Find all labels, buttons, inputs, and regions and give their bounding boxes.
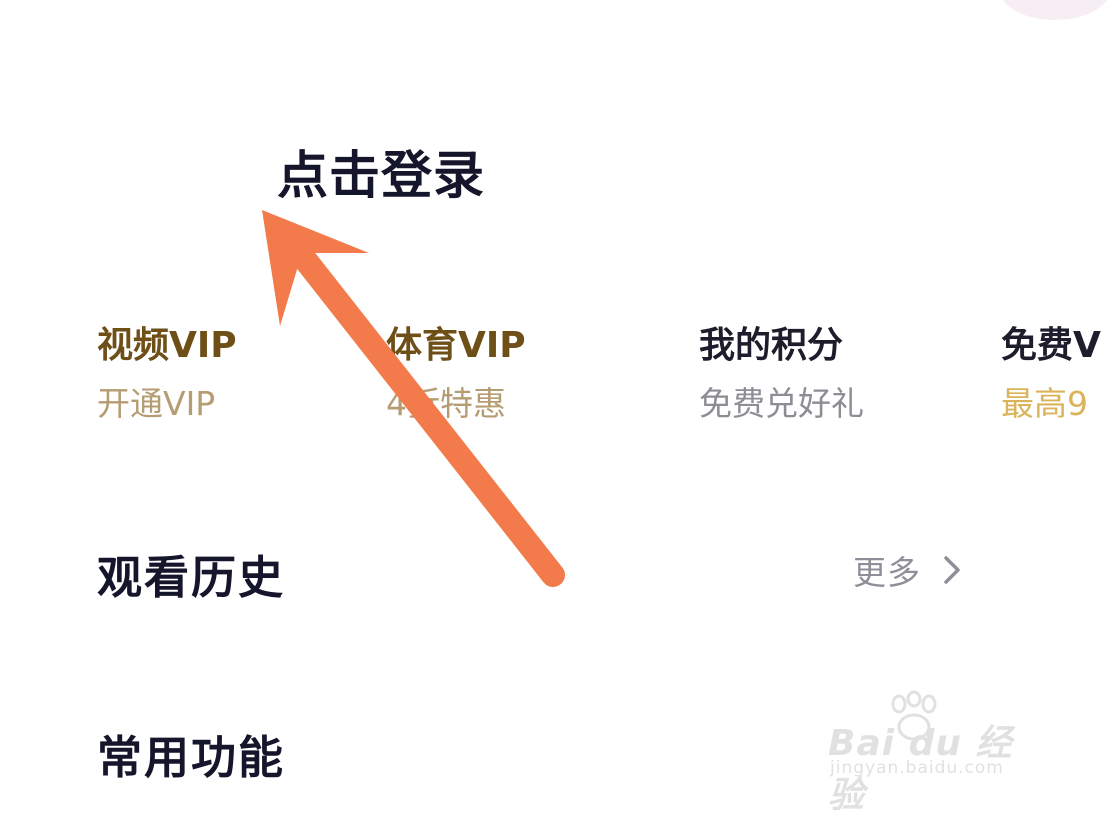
profile-page: 点击登录 视频VIP 开通VIP 体育VIP 4折特惠 我的积分 免费兑好礼 免… bbox=[97, 0, 1110, 816]
arrow-head bbox=[262, 210, 369, 326]
feature-title: 体育VIP bbox=[386, 325, 526, 366]
baidu-jingyan-watermark: Bai du 经验 jingyan.baidu.com bbox=[828, 690, 1028, 816]
more-label: 更多 bbox=[853, 553, 921, 592]
feature-title: 视频VIP bbox=[97, 325, 237, 366]
corner-decoration bbox=[1000, 0, 1110, 20]
feature-subtitle: 最高9 bbox=[1001, 384, 1088, 423]
feature-subtitle: 免费兑好礼 bbox=[699, 384, 864, 423]
feature-my-points[interactable]: 我的积分 免费兑好礼 bbox=[699, 324, 864, 424]
feature-subtitle: 4折特惠 bbox=[386, 384, 506, 423]
watermark-url: jingyan.baidu.com bbox=[830, 758, 1004, 778]
feature-title: 我的积分 bbox=[699, 325, 844, 366]
feature-sports-vip[interactable]: 体育VIP 4折特惠 bbox=[386, 324, 526, 424]
common-functions-title: 常用功能 bbox=[97, 731, 286, 784]
feature-title: 免费V bbox=[1001, 325, 1101, 366]
history-more-button[interactable]: 更多 bbox=[853, 548, 963, 592]
watch-history-title: 观看历史 bbox=[97, 551, 286, 604]
feature-free-vip[interactable]: 免费V 最高9 bbox=[1001, 324, 1101, 424]
watermark-logo-text: Bai du 经验 bbox=[828, 723, 1013, 816]
chevron-right-icon bbox=[944, 556, 960, 584]
feature-video-vip[interactable]: 视频VIP 开通VIP bbox=[97, 324, 237, 424]
paw-logo-icon bbox=[891, 690, 937, 741]
feature-subtitle: 开通VIP bbox=[97, 384, 216, 423]
login-link[interactable]: 点击登录 bbox=[277, 147, 486, 206]
